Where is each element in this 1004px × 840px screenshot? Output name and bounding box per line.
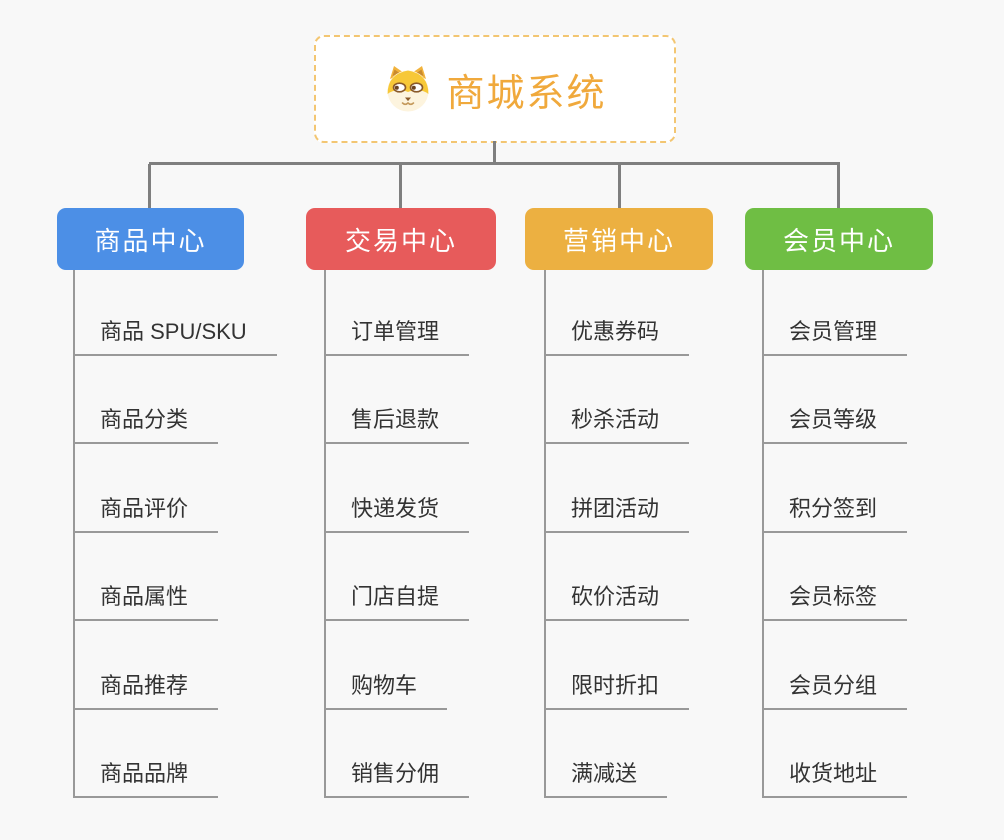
branch-marketing-center[interactable]: 营销中心	[525, 208, 713, 270]
node-label[interactable]: 会员管理	[762, 314, 908, 356]
node-row: 收货地址	[762, 710, 997, 798]
node-label[interactable]: 限时折扣	[544, 668, 690, 710]
node-label[interactable]: 门店自提	[324, 579, 470, 621]
node-label[interactable]: 商品属性	[73, 579, 219, 621]
shiba-dog-icon	[383, 65, 433, 113]
node-label[interactable]: 优惠券码	[544, 314, 690, 356]
node-label[interactable]: 收货地址	[762, 756, 908, 798]
node-row: 砍价活动	[544, 533, 779, 621]
node-row: 限时折扣	[544, 621, 779, 710]
node-label[interactable]: 会员标签	[762, 579, 908, 621]
trunk-line	[762, 270, 764, 798]
branch-children-marketing: 优惠券码 秒杀活动 拼团活动 砍价活动 限时折扣 满减送	[544, 267, 779, 798]
connector-drop-trade	[399, 164, 402, 208]
node-label[interactable]: 商品品牌	[73, 756, 219, 798]
node-label[interactable]: 会员等级	[762, 402, 908, 444]
node-label[interactable]: 会员分组	[762, 668, 908, 710]
node-row: 订单管理	[324, 267, 559, 356]
node-label[interactable]: 拼团活动	[544, 491, 690, 533]
node-row: 秒杀活动	[544, 356, 779, 444]
trunk-line	[324, 270, 326, 798]
node-label[interactable]: 满减送	[544, 756, 668, 798]
node-row: 销售分佣	[324, 710, 559, 798]
node-label[interactable]: 商品分类	[73, 402, 219, 444]
branch-product-center[interactable]: 商品中心	[57, 208, 244, 270]
node-label[interactable]: 积分签到	[762, 491, 908, 533]
branch-children-trade: 订单管理 售后退款 快递发货 门店自提 购物车 销售分佣	[324, 267, 559, 798]
branch-children-member: 会员管理 会员等级 积分签到 会员标签 会员分组 收货地址	[762, 267, 997, 798]
connector-drop-marketing	[618, 164, 621, 208]
node-row: 满减送	[544, 710, 779, 798]
connector-drop-product	[148, 164, 151, 208]
node-label[interactable]: 商品推荐	[73, 668, 219, 710]
connector-root-riser	[493, 141, 496, 164]
trunk-line	[73, 270, 75, 798]
node-row: 会员标签	[762, 533, 997, 621]
node-label[interactable]: 秒杀活动	[544, 402, 690, 444]
node-label[interactable]: 商品 SPU/SKU	[73, 314, 277, 356]
node-row: 购物车	[324, 621, 559, 710]
node-row: 拼团活动	[544, 444, 779, 533]
root-title: 商城系统	[446, 72, 607, 115]
node-label[interactable]: 商品评价	[73, 491, 219, 533]
node-row: 积分签到	[762, 444, 997, 533]
node-row: 优惠券码	[544, 267, 779, 356]
node-row: 快递发货	[324, 444, 559, 533]
branch-member-center[interactable]: 会员中心	[745, 208, 933, 270]
connector-bus	[149, 162, 840, 165]
node-row: 商品 SPU/SKU	[73, 267, 308, 356]
node-row: 商品推荐	[73, 621, 308, 710]
node-label[interactable]: 砍价活动	[544, 579, 690, 621]
node-label[interactable]: 售后退款	[324, 402, 470, 444]
root-node-mall-system[interactable]: 商城系统	[314, 35, 676, 143]
node-row: 门店自提	[324, 533, 559, 621]
branch-trade-center[interactable]: 交易中心	[306, 208, 496, 270]
connector-drop-member	[837, 164, 840, 208]
branch-children-product: 商品 SPU/SKU 商品分类 商品评价 商品属性 商品推荐 商品品牌	[73, 267, 308, 798]
node-row: 售后退款	[324, 356, 559, 444]
node-row: 商品评价	[73, 444, 308, 533]
node-label[interactable]: 订单管理	[324, 314, 470, 356]
trunk-line	[544, 270, 546, 798]
node-label[interactable]: 销售分佣	[324, 756, 470, 798]
node-row: 会员等级	[762, 356, 997, 444]
node-row: 商品分类	[73, 356, 308, 444]
node-label[interactable]: 快递发货	[324, 491, 470, 533]
node-label[interactable]: 购物车	[324, 668, 448, 710]
node-row: 会员管理	[762, 267, 997, 356]
node-row: 商品属性	[73, 533, 308, 621]
node-row: 商品品牌	[73, 710, 308, 798]
node-row: 会员分组	[762, 621, 997, 710]
